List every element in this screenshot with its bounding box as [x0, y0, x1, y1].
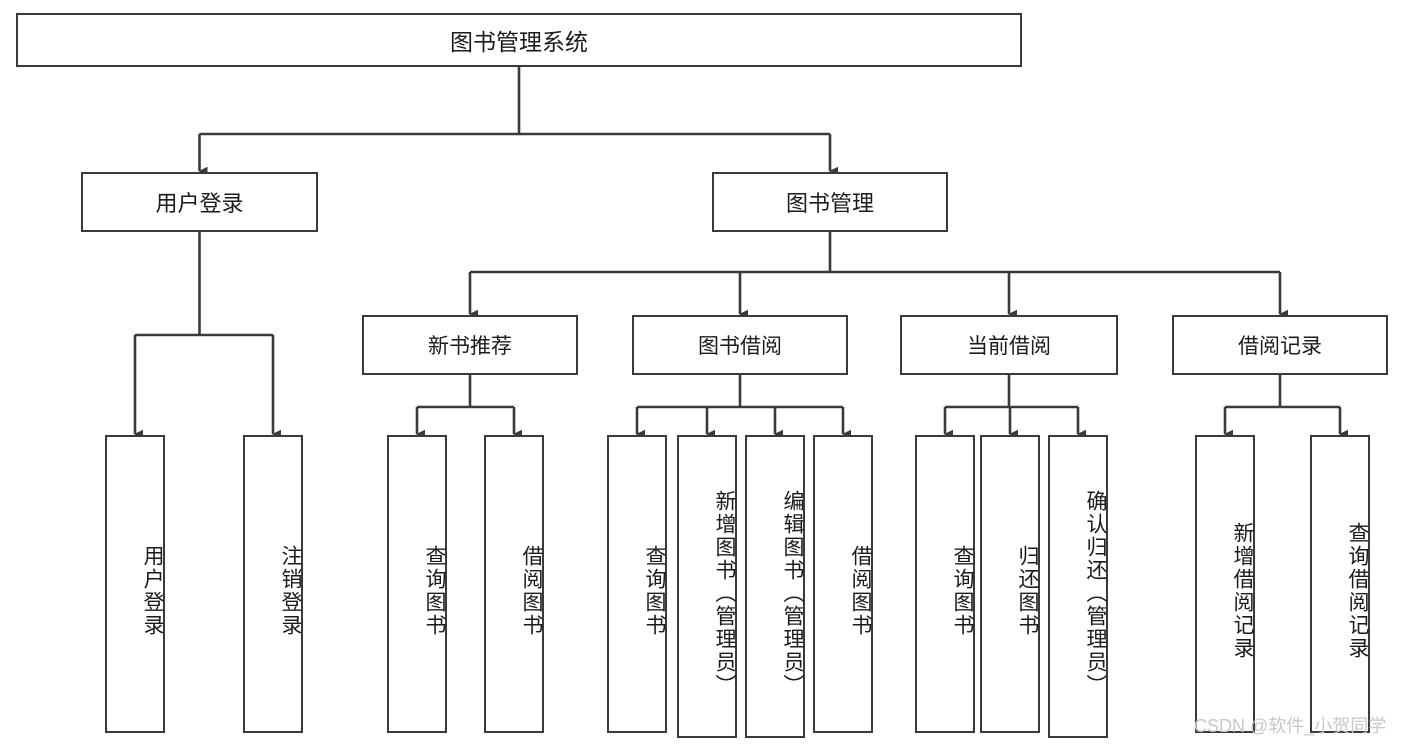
node-bookmgmt[interactable]: 图书管理: [712, 172, 948, 232]
node-label: 查询图书: [951, 545, 974, 637]
node-label: 查询图书: [423, 545, 446, 637]
node-leaf8[interactable]: 借阅图书: [813, 435, 873, 733]
node-label: 新增图书（管理员）: [713, 490, 736, 697]
node-label: 新书推荐: [428, 335, 512, 358]
node-label: 用户登录: [155, 191, 244, 216]
node-leaf5[interactable]: 查询图书: [607, 435, 667, 733]
node-leaf1[interactable]: 用户登录: [105, 435, 165, 733]
node-leaf12[interactable]: 新增借阅记录: [1195, 435, 1255, 733]
node-leaf6[interactable]: 新增图书（管理员）: [677, 435, 737, 738]
node-label: 图书管理系统: [450, 29, 588, 55]
node-label: 编辑图书（管理员）: [781, 490, 804, 697]
node-leaf7[interactable]: 编辑图书（管理员）: [745, 435, 805, 738]
node-label: 借阅图书: [520, 545, 543, 637]
node-leaf4[interactable]: 借阅图书: [484, 435, 544, 733]
node-label: 图书借阅: [698, 335, 782, 358]
node-login[interactable]: 用户登录: [81, 172, 318, 232]
node-label: 确认归还（管理员）: [1084, 490, 1107, 697]
node-label: 图书管理: [785, 191, 874, 216]
node-label: 当前借阅: [967, 335, 1051, 358]
node-records[interactable]: 借阅记录: [1172, 315, 1388, 375]
node-root[interactable]: 图书管理系统: [16, 13, 1022, 67]
node-leaf2[interactable]: 注销登录: [243, 435, 303, 733]
node-label: 查询图书: [643, 545, 666, 637]
node-label: 借阅记录: [1238, 335, 1322, 358]
node-label: 注销登录: [279, 545, 302, 637]
node-leaf9[interactable]: 查询图书: [915, 435, 975, 733]
node-leaf11[interactable]: 确认归还（管理员）: [1048, 435, 1108, 738]
node-label: 归还图书: [1016, 545, 1039, 637]
node-label: 新增借阅记录: [1231, 522, 1254, 660]
node-leaf10[interactable]: 归还图书: [980, 435, 1040, 733]
node-leaf13[interactable]: 查询借阅记录: [1310, 435, 1370, 733]
node-label: 查询借阅记录: [1346, 522, 1369, 660]
node-newbook[interactable]: 新书推荐: [362, 315, 578, 375]
node-borrow[interactable]: 图书借阅: [632, 315, 848, 375]
node-label: 用户登录: [141, 545, 164, 637]
node-label: 借阅图书: [849, 545, 872, 637]
node-leaf3[interactable]: 查询图书: [387, 435, 447, 733]
csdn-watermark: CSDN @软件_小贺同学: [1194, 716, 1387, 736]
node-current[interactable]: 当前借阅: [900, 315, 1118, 375]
